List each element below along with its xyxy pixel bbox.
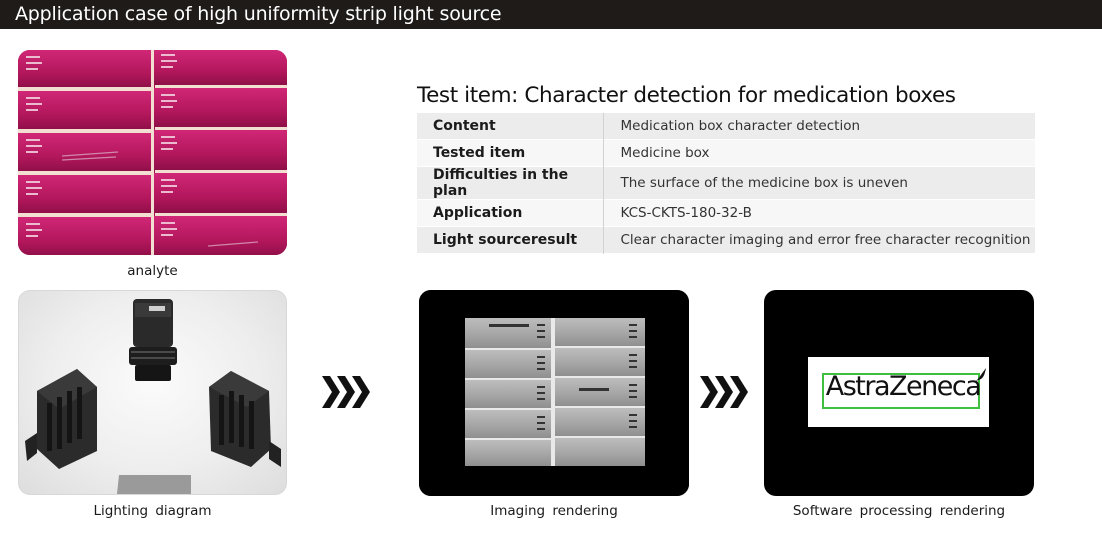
row-key: Application bbox=[417, 199, 604, 227]
row-value: KCS-CKTS-180-32-B bbox=[620, 204, 752, 221]
row-key: Content bbox=[417, 113, 604, 140]
spec-table: Content Medication box character detecti… bbox=[417, 113, 1035, 254]
table-row: Tested item Medicine box bbox=[417, 139, 1035, 167]
chevron-right-icon bbox=[700, 376, 748, 408]
grayscale-boxes-image bbox=[419, 290, 689, 496]
camera-icon bbox=[129, 299, 177, 381]
left-light-source-icon bbox=[25, 369, 97, 469]
recognition-result-panel: AstraZeneca bbox=[808, 357, 989, 427]
lighting-diagram-image bbox=[18, 290, 287, 495]
logo-mark-icon bbox=[976, 368, 986, 381]
recognized-logo-text: AstraZeneca bbox=[825, 371, 982, 402]
medication-boxes-image bbox=[18, 50, 287, 255]
row-key: Difficulties in the plan bbox=[417, 166, 604, 200]
row-key: Tested item bbox=[417, 139, 604, 167]
detection-box bbox=[822, 373, 980, 409]
software-rendering-image: AstraZeneca bbox=[764, 290, 1034, 496]
analyte-caption: analyte bbox=[127, 263, 178, 279]
imaging-caption: Imaging rendering bbox=[490, 503, 618, 519]
header-title: Application case of high uniformity stri… bbox=[15, 3, 502, 25]
table-row: Content Medication box character detecti… bbox=[417, 113, 1035, 140]
row-value: Medication box character detection bbox=[620, 118, 861, 135]
table-row: Application KCS-CKTS-180-32-B bbox=[417, 199, 1035, 227]
row-value: Medicine box bbox=[620, 145, 710, 162]
lighting-setup-illustration bbox=[25, 299, 281, 494]
chevron-right-icon bbox=[322, 376, 370, 408]
table-row: Light sourceresult Clear character imagi… bbox=[417, 226, 1035, 254]
row-value: Clear character imaging and error free c… bbox=[620, 231, 1031, 248]
row-key: Light sourceresult bbox=[417, 226, 604, 254]
header-bar: Application case of high uniformity stri… bbox=[0, 0, 1102, 29]
right-light-source-icon bbox=[209, 371, 281, 467]
test-item-title: Test item: Character detection for medic… bbox=[417, 83, 956, 108]
software-caption: Software processing rendering bbox=[792, 503, 1006, 519]
table-row: Difficulties in the plan The surface of … bbox=[417, 166, 1035, 200]
analyte-photo bbox=[18, 50, 287, 255]
imaging-rendering-image bbox=[419, 290, 689, 496]
row-value: The surface of the medicine box is uneve… bbox=[620, 175, 908, 192]
lighting-caption: Lighting diagram bbox=[93, 503, 212, 519]
